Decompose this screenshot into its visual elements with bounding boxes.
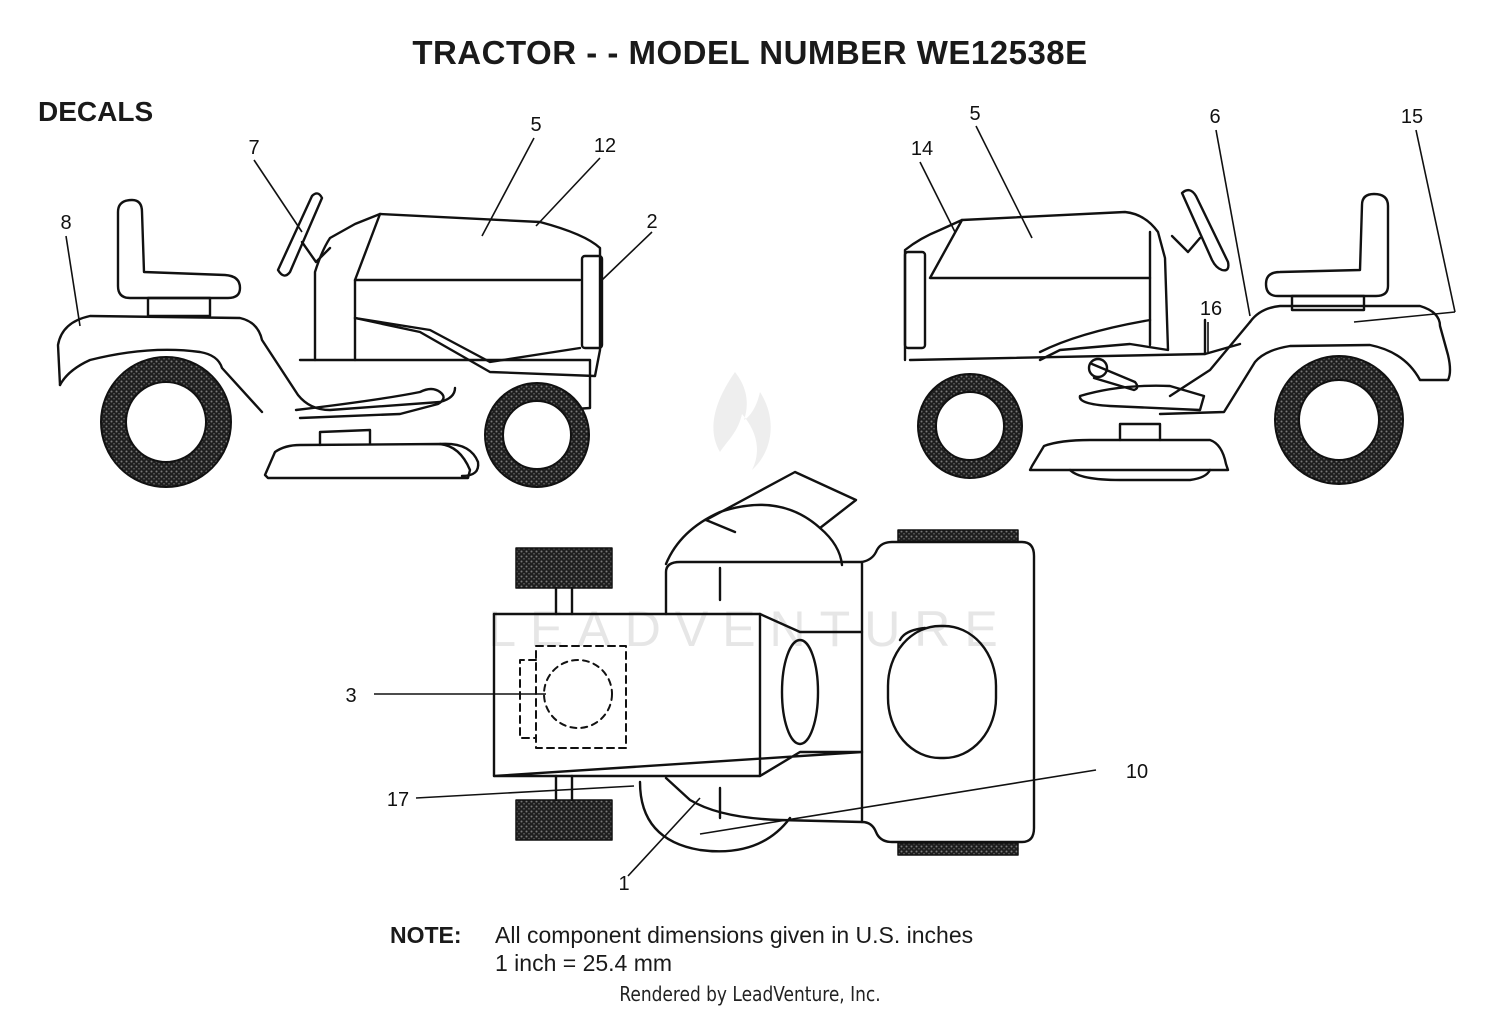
- callout-8: 8: [60, 212, 71, 234]
- footer-credit: Rendered by LeadVenture, Inc.: [619, 982, 881, 1006]
- rear-fender: [56, 314, 457, 412]
- note-line-2: 1 inch = 25.4 mm: [495, 950, 673, 976]
- note-line-1: All component dimensions given in U.S. i…: [495, 922, 974, 948]
- foot-pedal: [1078, 384, 1206, 412]
- callout-7: 7: [248, 137, 259, 159]
- callout-6: 6: [1209, 106, 1220, 128]
- callout-1: 1: [618, 873, 629, 895]
- mower-deck-top: [664, 503, 844, 567]
- front-tire-top-left: [515, 547, 613, 589]
- steering-wheel: [276, 192, 324, 277]
- callout-2: 2: [646, 211, 657, 233]
- callout-12: 12: [594, 135, 616, 157]
- watermark-text: LEADVENTURE: [488, 601, 1012, 657]
- callout-14: 14: [911, 138, 933, 160]
- discharge-chute: [704, 470, 858, 530]
- diagram-title: TRACTOR - - MODEL NUMBER WE12538E: [412, 34, 1088, 71]
- seat: [1264, 192, 1390, 298]
- rear-tire-top-right: [897, 842, 1019, 856]
- callout-10: 10: [1126, 761, 1148, 783]
- callout-3: 3: [345, 685, 356, 707]
- callout-5-left: 5: [530, 114, 541, 136]
- rear-tire-top-left: [897, 529, 1019, 543]
- grille: [580, 254, 604, 350]
- foot-pedal: [294, 387, 445, 420]
- front-tire-top-right: [515, 799, 613, 841]
- note-label: NOTE:: [390, 922, 462, 948]
- steering-wheel: [1180, 188, 1230, 272]
- seat-top: [886, 624, 998, 760]
- callout-17: 17: [387, 789, 409, 811]
- tractor-left-wheels: [100, 356, 590, 488]
- callout-16: 16: [1200, 298, 1222, 320]
- callout-5-right: 5: [969, 103, 980, 125]
- callout-15: 15: [1401, 106, 1423, 128]
- hood: [903, 210, 1170, 362]
- flame-logo-icon: [713, 372, 771, 470]
- tractor-right-view: [903, 188, 1452, 482]
- tractor-top-view: [492, 470, 1036, 856]
- mower-deck: [263, 442, 472, 480]
- leader-lines: [65, 125, 1456, 877]
- mower-deck: [1028, 438, 1230, 472]
- rear-fender: [1158, 304, 1452, 416]
- callout-numbers: 8 7 5 12 2 14 5 6 15 16 3 17 10 1: [60, 103, 1423, 895]
- seat: [116, 198, 242, 300]
- section-heading: DECALS: [38, 96, 154, 127]
- grille: [903, 250, 927, 350]
- tractor-right-wheels: [917, 355, 1404, 485]
